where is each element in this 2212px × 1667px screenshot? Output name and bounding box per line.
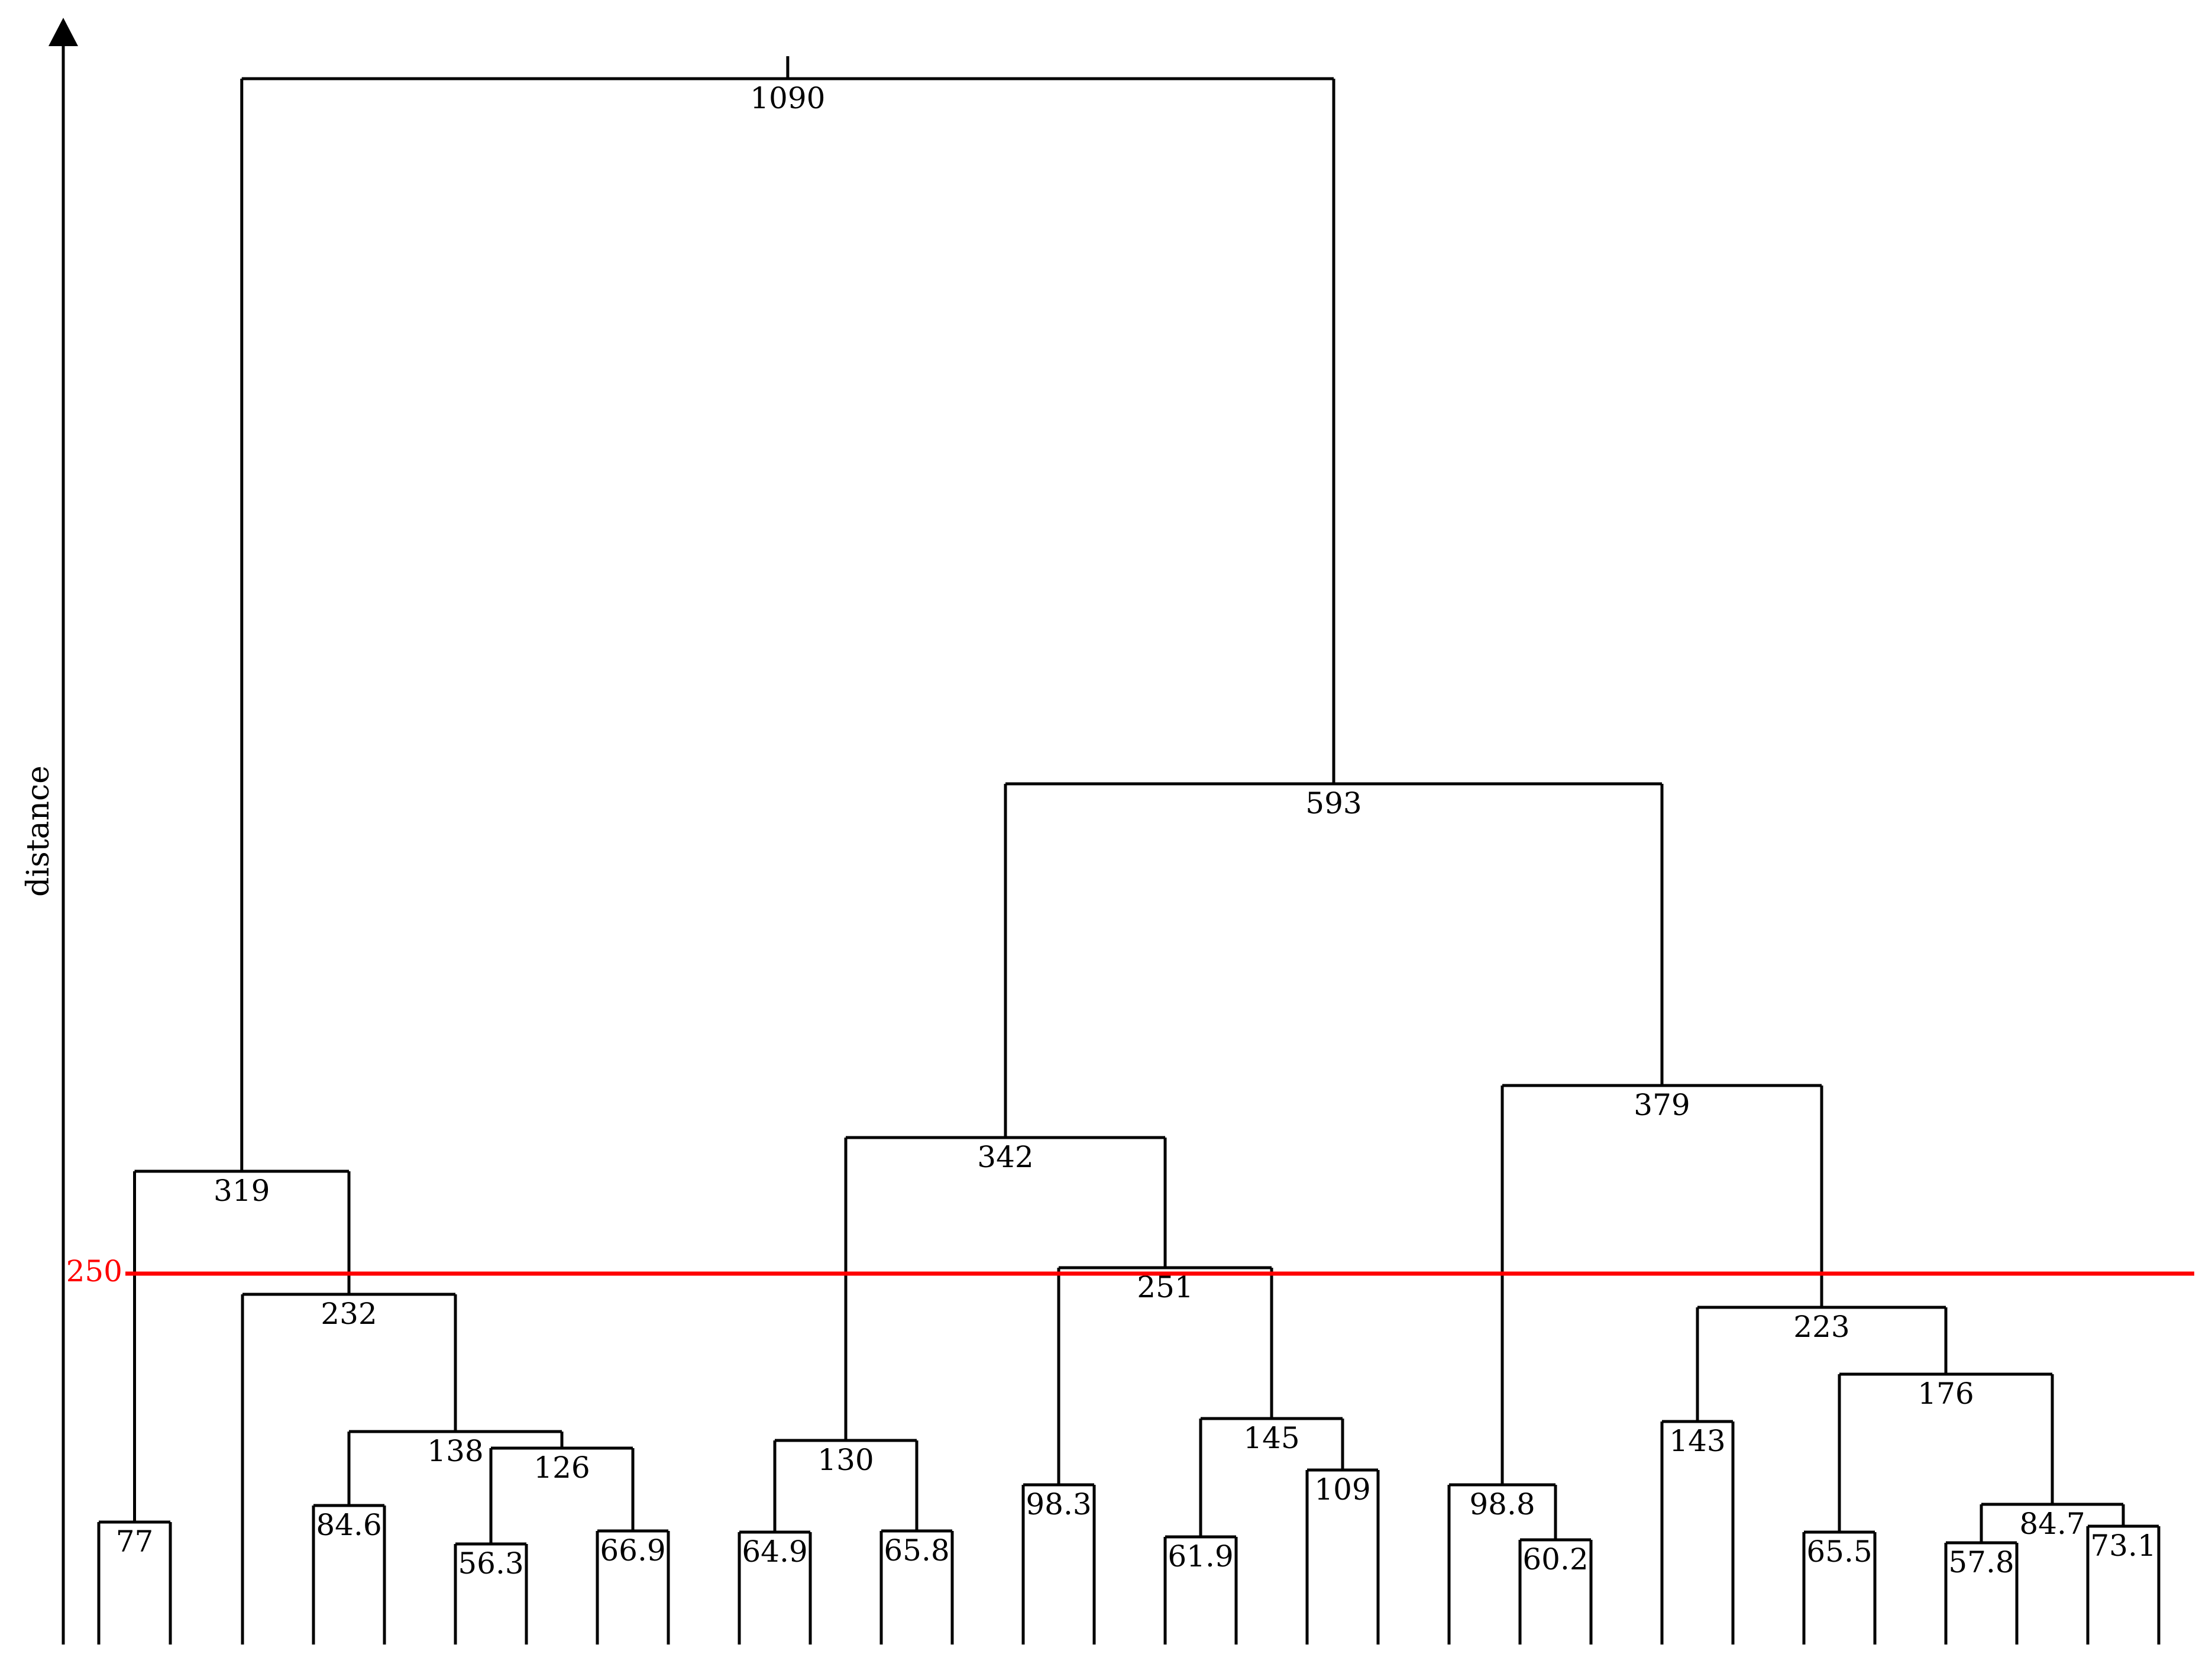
merge-label-n65_5: 65.5 <box>1806 1534 1872 1569</box>
merge-label-n57_8: 57.8 <box>1948 1545 2014 1579</box>
merge-label-n145: 145 <box>1243 1421 1299 1455</box>
distance-axis-arrow <box>48 18 78 46</box>
merge-label-n176: 176 <box>1917 1377 1974 1411</box>
merge-label-n130: 130 <box>817 1443 874 1477</box>
merge-label-n251: 251 <box>1137 1270 1193 1304</box>
threshold-label: 250 <box>66 1254 122 1288</box>
merge-label-n223: 223 <box>1793 1310 1849 1344</box>
merge-label-n1090: 1090 <box>750 81 825 115</box>
merge-label-n98_3: 98.3 <box>1026 1487 1091 1521</box>
merge-label-n342: 342 <box>977 1140 1033 1174</box>
merge-label-n65_8: 65.8 <box>884 1533 949 1568</box>
merge-label-n84_7: 84.7 <box>2019 1507 2085 1541</box>
merge-label-n109: 109 <box>1314 1472 1370 1507</box>
merge-label-n73_1: 73.1 <box>2090 1529 2156 1563</box>
merge-distance-labels: 77 84.6 56.3 66.9 126 138 232 319 64.9 65.8 130 98.… <box>116 81 2156 1581</box>
merge-label-n84_6: 84.6 <box>316 1508 381 1542</box>
merge-label-n379: 379 <box>1634 1088 1690 1122</box>
distance-axis-label: distance <box>21 765 56 897</box>
merge-label-n77: 77 <box>116 1524 154 1559</box>
merge-label-n60_2: 60.2 <box>1522 1542 1588 1576</box>
merge-label-n593: 593 <box>1305 786 1362 820</box>
dendrogram-links <box>97 56 2161 1645</box>
merge-label-n232: 232 <box>321 1297 377 1331</box>
merge-label-n56_3: 56.3 <box>458 1546 523 1581</box>
merge-label-n98_8: 98.8 <box>1469 1487 1535 1521</box>
merge-label-n64_9: 64.9 <box>742 1534 807 1569</box>
merge-label-n143: 143 <box>1669 1424 1725 1458</box>
merge-label-n61_9: 61.9 <box>1168 1539 1233 1574</box>
merge-label-n319: 319 <box>214 1174 270 1208</box>
merge-label-n126: 126 <box>533 1450 590 1485</box>
merge-label-n66_9: 66.9 <box>600 1533 665 1568</box>
merge-label-n138: 138 <box>427 1434 483 1468</box>
